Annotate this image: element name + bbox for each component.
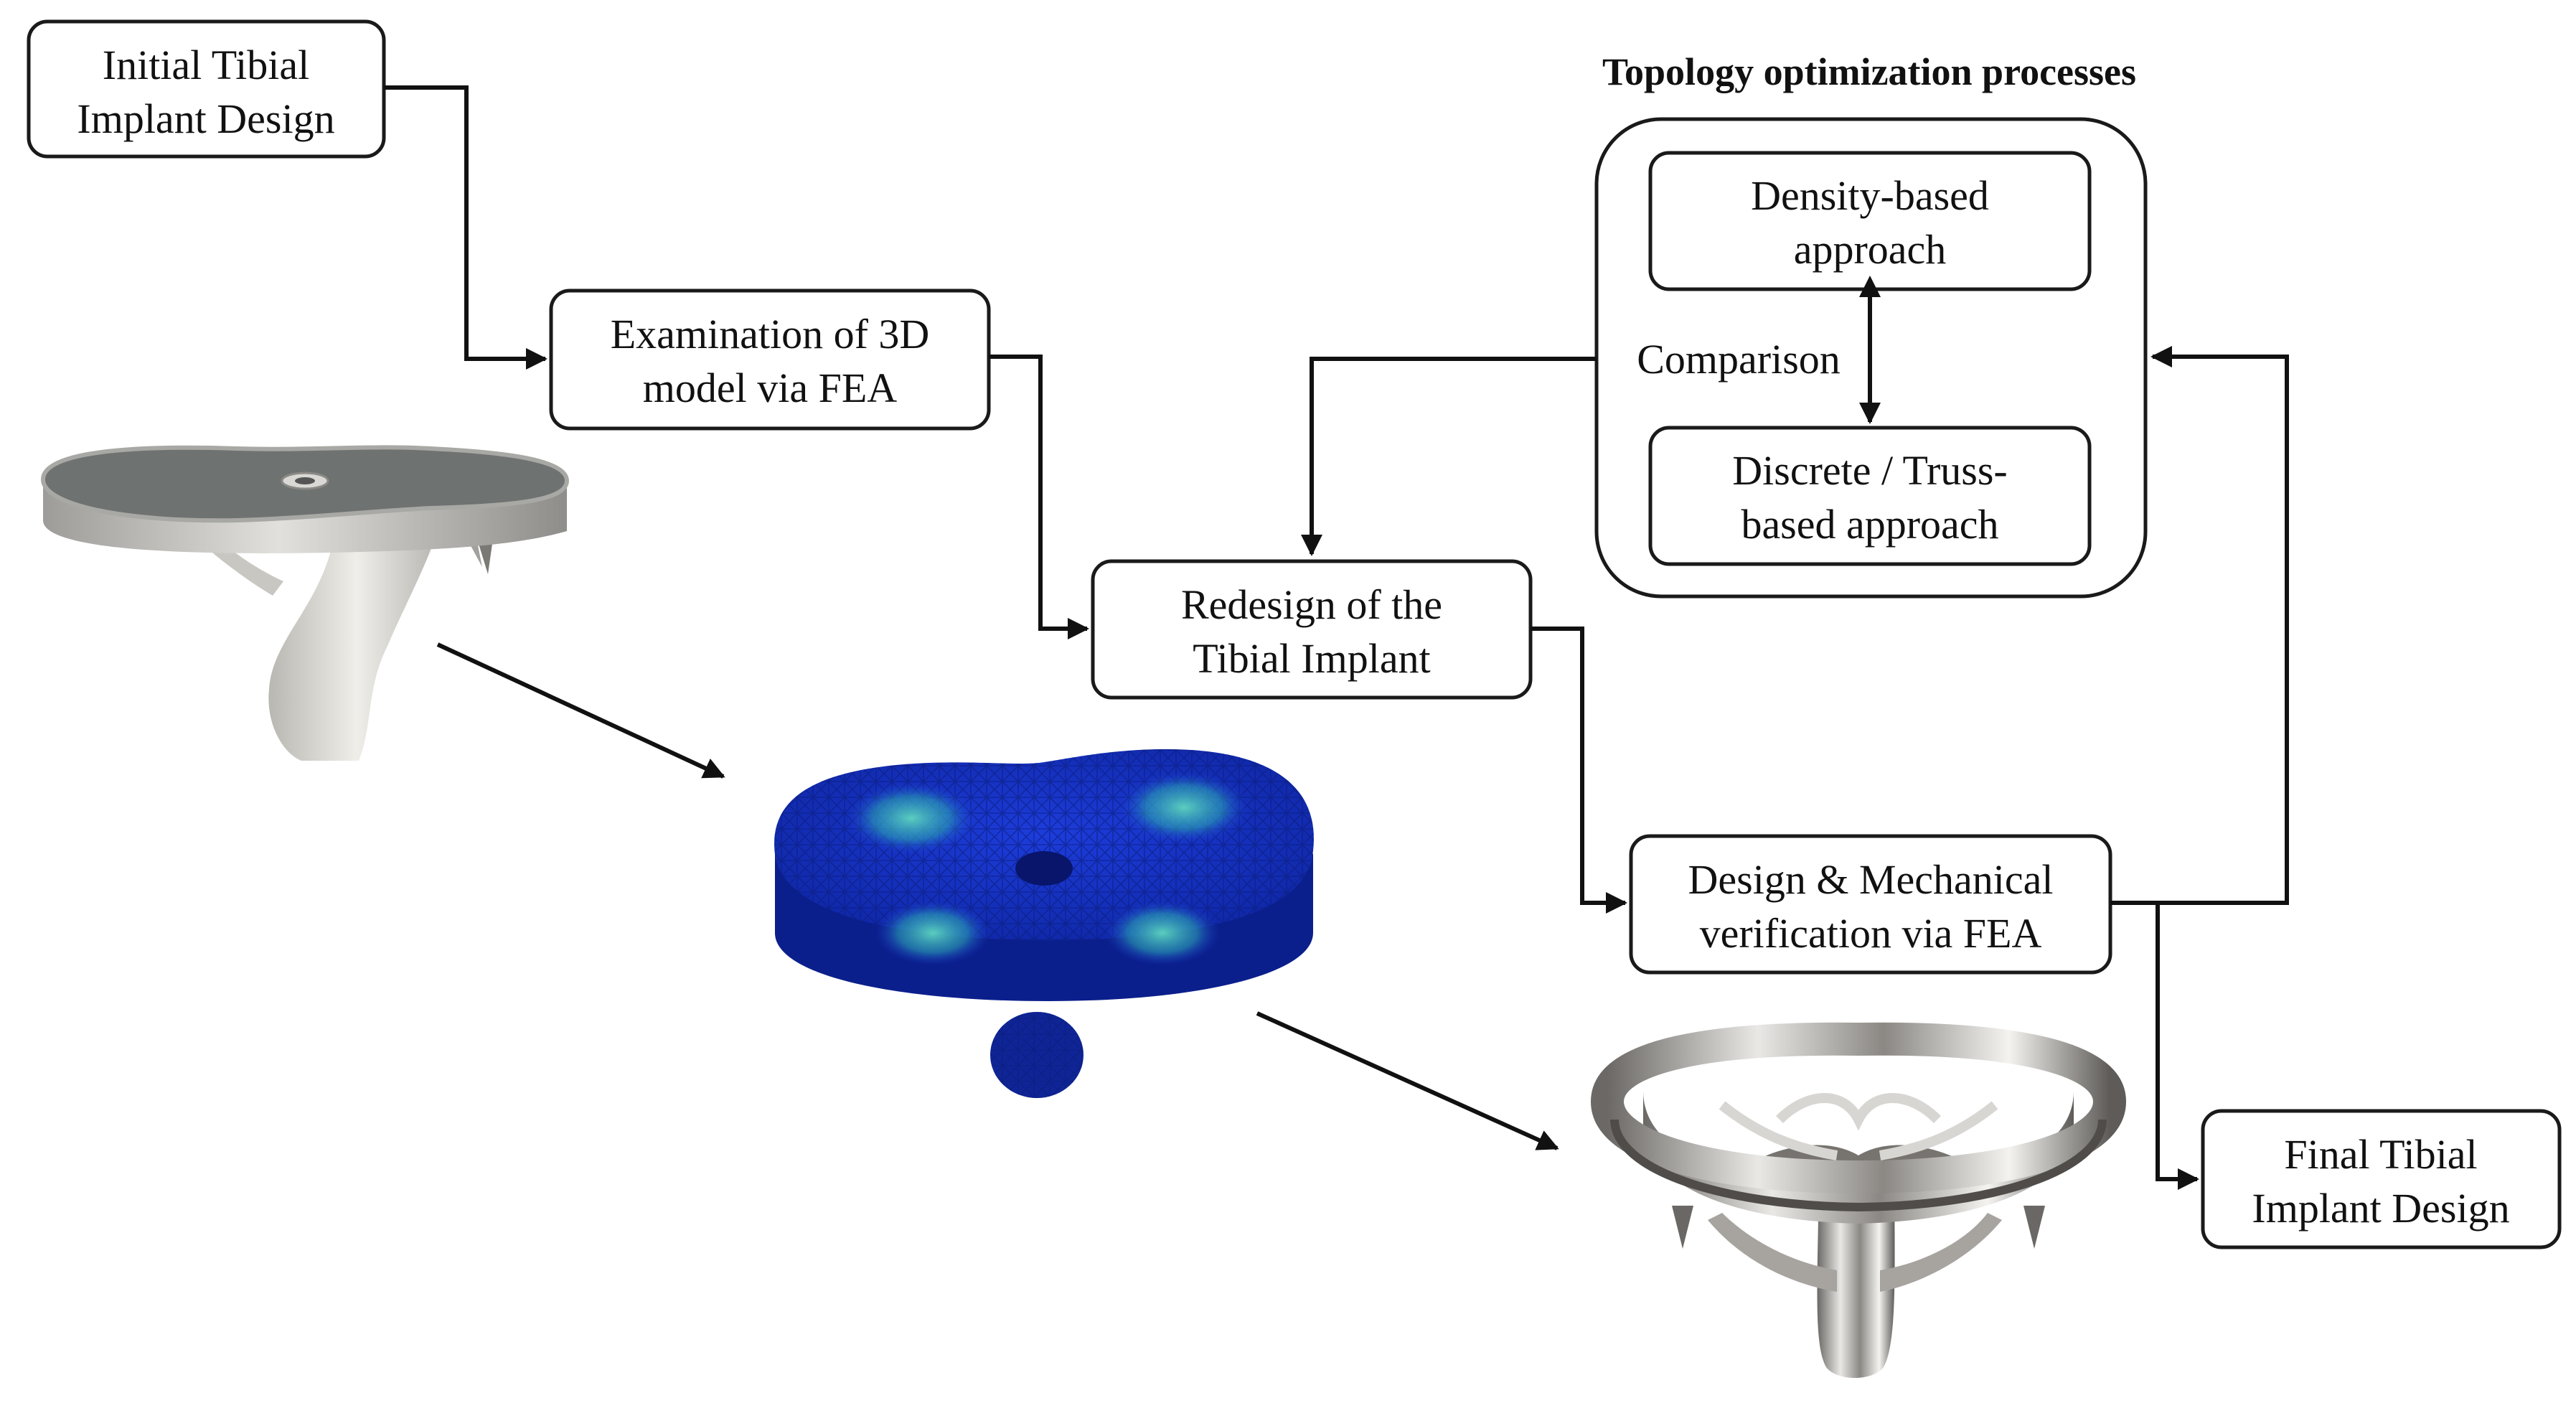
fea-mesh-render <box>774 749 1314 1098</box>
initial-implant-render <box>40 445 570 761</box>
node-verification-line2: verification via FEA <box>1700 910 2042 957</box>
node-initial-design[interactable]: Initial Tibial Implant Design <box>27 19 386 159</box>
illustration-arrows <box>436 642 1559 1150</box>
node-initial-design-line2: Implant Design <box>77 95 334 142</box>
node-final-design-line1: Final Tibial <box>2284 1131 2477 1178</box>
node-redesign[interactable]: Redesign of the Tibial Implant <box>1091 559 1533 700</box>
node-redesign-line2: Tibial Implant <box>1193 635 1430 682</box>
comparison-label: Comparison <box>1637 336 1841 383</box>
node-final-design-line2: Implant Design <box>2252 1185 2509 1232</box>
node-final-design[interactable]: Final Tibial Implant Design <box>2201 1109 2562 1249</box>
node-initial-design-line1: Initial Tibial <box>103 42 309 88</box>
edge-verification-to-final <box>2156 903 2199 1190</box>
node-density-approach[interactable]: Density-based approach <box>1648 151 2092 291</box>
node-examination[interactable]: Examination of 3D model via FEA <box>549 289 991 431</box>
node-verification-line1: Design & Mechanical <box>1688 856 2054 903</box>
node-density-approach-line1: Density-based <box>1751 172 1989 219</box>
edge-redesign-to-verification <box>1531 627 1627 914</box>
node-discrete-approach-line1: Discrete / Truss- <box>1732 447 2007 494</box>
node-density-approach-line2: approach <box>1794 226 1947 273</box>
edge-initial-to-examination <box>384 85 547 370</box>
node-discrete-approach[interactable]: Discrete / Truss- based approach <box>1648 426 2092 566</box>
node-examination-line1: Examination of 3D <box>611 311 930 357</box>
optimized-implant-render <box>1590 1022 2127 1378</box>
edge-verification-to-topology <box>2110 346 2289 905</box>
edge-topology-to-redesign <box>1301 357 1597 556</box>
node-examination-line2: model via FEA <box>643 365 898 411</box>
arrow-fea-to-optimized <box>1256 1011 1559 1150</box>
arrow-initial-to-fea <box>436 642 725 779</box>
group-title: Topology optimization processes <box>1602 50 2136 93</box>
node-discrete-approach-line2: based approach <box>1741 501 1998 548</box>
flow-connectors <box>384 85 2289 1190</box>
edge-examination-to-redesign <box>989 355 1089 639</box>
node-redesign-line1: Redesign of the <box>1181 581 1442 628</box>
node-verification[interactable]: Design & Mechanical verification via FEA <box>1629 834 2112 975</box>
